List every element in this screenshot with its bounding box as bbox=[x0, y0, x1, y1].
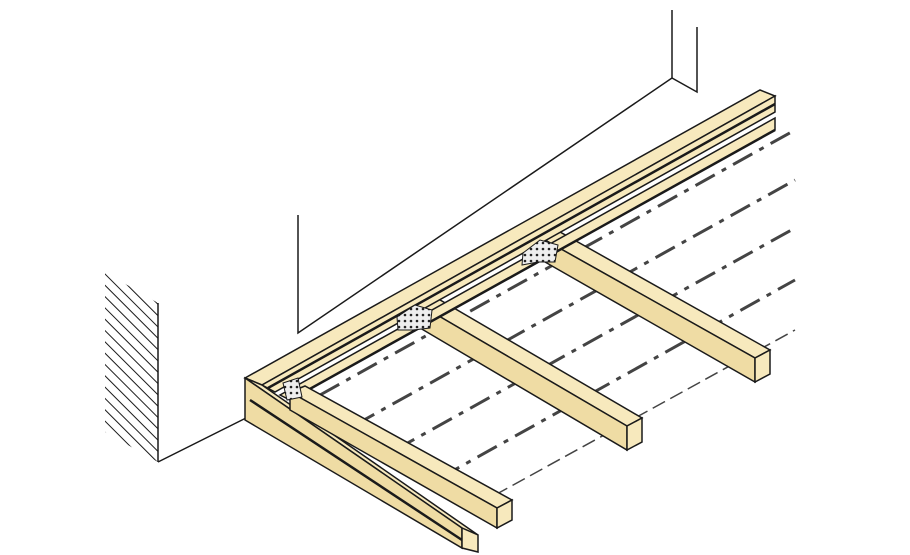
joist-right bbox=[543, 231, 772, 384]
guideline bbox=[354, 178, 796, 427]
joist-hanger-left bbox=[282, 377, 303, 401]
wall-outline bbox=[157, 10, 698, 463]
joist-hanger-right bbox=[521, 239, 559, 266]
joist-hanger-middle bbox=[396, 304, 433, 331]
hatched-wall-section bbox=[105, 272, 159, 462]
guideline bbox=[394, 226, 796, 452]
guideline bbox=[439, 278, 796, 480]
rim-beam-inner bbox=[288, 385, 514, 530]
